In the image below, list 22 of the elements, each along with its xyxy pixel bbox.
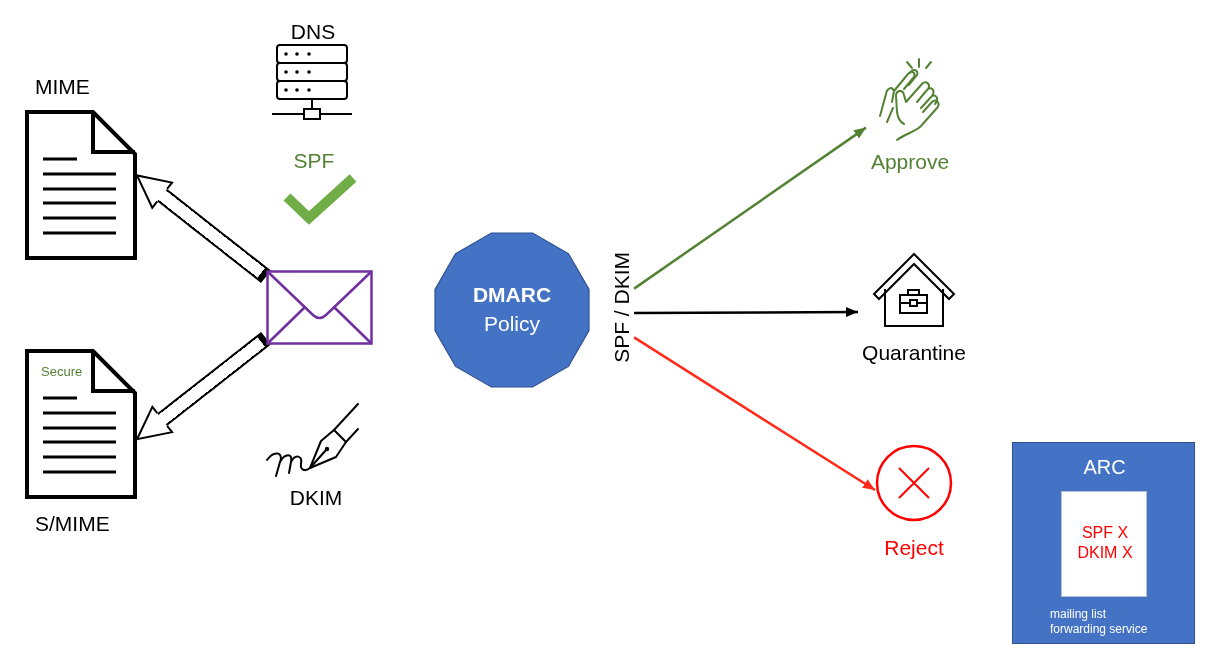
icon-caption: SPF xyxy=(293,149,335,174)
service-panel xyxy=(1012,442,1195,644)
outcome-label: Quarantine xyxy=(862,341,966,366)
icon-caption: DNS xyxy=(290,20,336,45)
result-text: DKIM X xyxy=(1077,544,1133,563)
arrow xyxy=(634,307,858,318)
envelope-icon xyxy=(266,270,373,345)
policy-title: DMARC xyxy=(472,283,552,308)
policy-text: Policy xyxy=(484,312,540,337)
panel-title: ARC xyxy=(1083,456,1126,479)
icon-caption: DKIM xyxy=(289,486,343,511)
outcome-label: Approve xyxy=(870,150,950,175)
document-label: S/MIME xyxy=(35,512,110,537)
panel-note: mailing list forwarding service xyxy=(1050,607,1149,637)
result-text: SPF X xyxy=(1081,524,1129,543)
document-text: Secure xyxy=(41,365,83,380)
document-label: MIME xyxy=(35,75,90,100)
vertical-label: SPF / DKIM xyxy=(610,252,635,363)
outcome-label: Reject xyxy=(884,536,944,561)
arrow xyxy=(633,126,867,290)
result-card xyxy=(1061,491,1147,597)
arrow xyxy=(633,336,876,492)
